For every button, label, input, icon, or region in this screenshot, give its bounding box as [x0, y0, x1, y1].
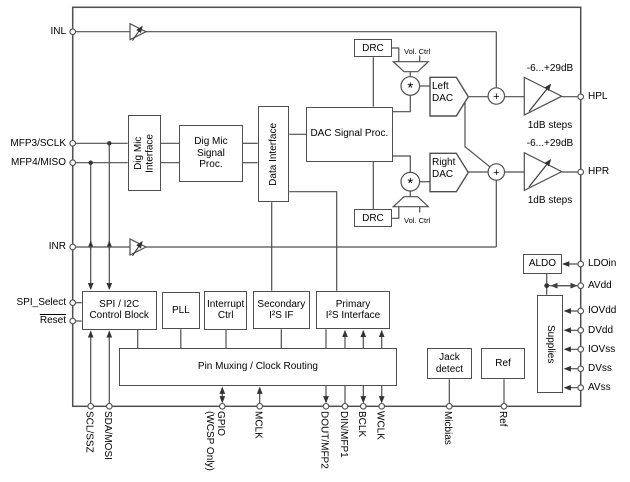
- hpr-gain-steps: 1dB steps: [527, 195, 573, 206]
- pin-label-dvdd: DVdd: [588, 324, 614, 336]
- block-dig-mic-interface: Dig Mic Interface: [127, 115, 161, 191]
- pin-spi-select: [69, 299, 77, 307]
- pin-din-mfp1: [341, 402, 349, 410]
- block-interrupt-ctrl: Interrupt Ctrl: [204, 290, 248, 330]
- pin-label-ldoin: LDOin: [588, 258, 617, 270]
- pin-avdd: [577, 282, 585, 290]
- pin-label-hpr: HPR: [588, 166, 610, 178]
- block-spi-i2c-control: SPI / I2C Control Block: [81, 290, 157, 330]
- block-pin-muxing: Pin Muxing / Clock Routing: [119, 348, 397, 386]
- pin-label-iovdd: IOVdd: [588, 305, 617, 317]
- block-pll: PLL: [161, 291, 200, 330]
- vol-ctrl-label-left: Vol. Ctrl: [404, 46, 431, 56]
- pin-label-ref: Ref: [497, 411, 508, 427]
- pin-label-hpl: HPL: [588, 91, 608, 102]
- right-dac-label: Right DAC: [432, 157, 456, 180]
- hpl-gain-steps: 1dB steps: [527, 119, 573, 131]
- pin-label-spi-select: SPI_Select: [16, 297, 66, 308]
- pin-label-iovss: IOVss: [588, 343, 616, 355]
- pin-iovss: [577, 345, 585, 353]
- pin-hpl: [577, 93, 585, 101]
- math-node-symbols: * * + +: [407, 79, 499, 192]
- junction-dots: [88, 141, 550, 289]
- gain-adjust-arrows: [132, 25, 552, 257]
- block-dac-signal-proc: DAC Signal Proc.: [306, 106, 393, 162]
- pin-mfp4-miso: [69, 159, 77, 167]
- pin-label-reset: Reset: [39, 315, 66, 327]
- volume-control-shapes: [391, 61, 430, 208]
- summing-node-hpl: [487, 87, 506, 105]
- vol-ctrl-trapezoid-right: [391, 196, 430, 208]
- pin-label-bclk: BCLK: [356, 411, 367, 438]
- plus-symbol-hpl: +: [493, 91, 499, 103]
- pin-dout-mfp2: [322, 402, 330, 410]
- hpl-gain-range: -6...+29dB: [526, 62, 574, 74]
- pin-label-inr: INR: [48, 241, 66, 253]
- pin-iovdd: [577, 307, 585, 315]
- pin-inr: [69, 243, 77, 251]
- pin-hpr: [577, 168, 585, 176]
- hpr-amp-triangle: [523, 151, 564, 192]
- pin-label-dout-mfp2: DOUT/MFP2: [318, 411, 330, 469]
- vol-ctrl-label-right: Vol. Ctrl: [404, 216, 431, 225]
- pin-label-din-mfp1: DIN/MFP1: [338, 411, 349, 458]
- block-jack-detect: Jack detect: [427, 348, 472, 380]
- pin-dvdd: [577, 326, 585, 334]
- pin-dvss: [577, 365, 585, 373]
- block-secondary-i2s: Secondary I²S IF: [252, 290, 310, 330]
- right-dac-shape: [429, 152, 470, 193]
- multiplier-node-right: [400, 171, 421, 192]
- pin-label-mclk: MCLK: [252, 411, 264, 439]
- vol-ctrl-trapezoid-left: [391, 61, 430, 73]
- block-ref: Ref: [481, 348, 525, 380]
- pin-label-avss: AVss: [588, 382, 611, 393]
- pin-avss: [577, 384, 585, 392]
- pin-ref: [500, 402, 508, 410]
- pin-terminals: [69, 28, 585, 410]
- pin-wclk: [378, 402, 386, 410]
- multiplier-node-left: [400, 76, 421, 96]
- pin-bclk: [359, 402, 367, 410]
- pin-label-wclk: WCLK: [374, 411, 386, 440]
- pin-ldoin: [577, 260, 585, 268]
- pin-mfp3-sclk: [69, 139, 77, 147]
- pin-reset: [69, 317, 77, 325]
- block-dig-mic-signal-proc: Dig Mic Signal Proc.: [179, 125, 243, 182]
- pin-sda-mosi: [105, 402, 113, 410]
- multiply-symbol-left: *: [407, 79, 413, 96]
- pin-gpio: [218, 402, 226, 410]
- summing-node-hpr: [487, 163, 506, 181]
- block-aldo: ALDO: [523, 253, 562, 274]
- hpr-gain-range: -6...+29dB: [526, 138, 574, 149]
- block-data-interface: Data Interface: [257, 106, 290, 203]
- math-nodes: [400, 76, 506, 192]
- multiply-symbol-right: *: [407, 175, 413, 192]
- pin-label-mfp3-sclk: MFP3/SCLK: [10, 137, 66, 149]
- hpl-amp-triangle: [523, 76, 564, 116]
- block-drc-right: DRC: [354, 209, 392, 228]
- pin-label-gpio: GPIO (WCSP Only): [204, 411, 226, 471]
- dac-shapes: [429, 76, 470, 193]
- pin-label-sda-mosi: SDA/MOSI: [102, 411, 113, 460]
- pin-inl: [69, 28, 77, 36]
- pin-label-micbias: Micbias: [442, 411, 453, 445]
- pin-label-dvss: DVss: [588, 363, 612, 374]
- signal-wires: [72, 31, 581, 407]
- pin-label-inl: INL: [50, 26, 66, 37]
- left-dac-label: Left DAC: [432, 81, 454, 104]
- pin-scl-ssz: [87, 402, 95, 410]
- pin-micbias: [445, 402, 453, 410]
- pin-label-scl-ssz: SCL/SSZ: [83, 411, 95, 453]
- pin-label-avdd: AVdd: [588, 280, 612, 291]
- block-drc-left: DRC: [354, 39, 392, 58]
- plus-symbol-hpr: +: [493, 167, 499, 179]
- left-dac-shape: [429, 76, 470, 117]
- block-primary-i2s: Primary I²S Interface: [316, 290, 390, 330]
- chip-boundary: [71, 6, 582, 408]
- pin-mclk: [256, 402, 264, 410]
- block-supplies: Supplies: [536, 294, 564, 393]
- pin-label-mfp4-miso: MFP4/MISO: [10, 157, 66, 169]
